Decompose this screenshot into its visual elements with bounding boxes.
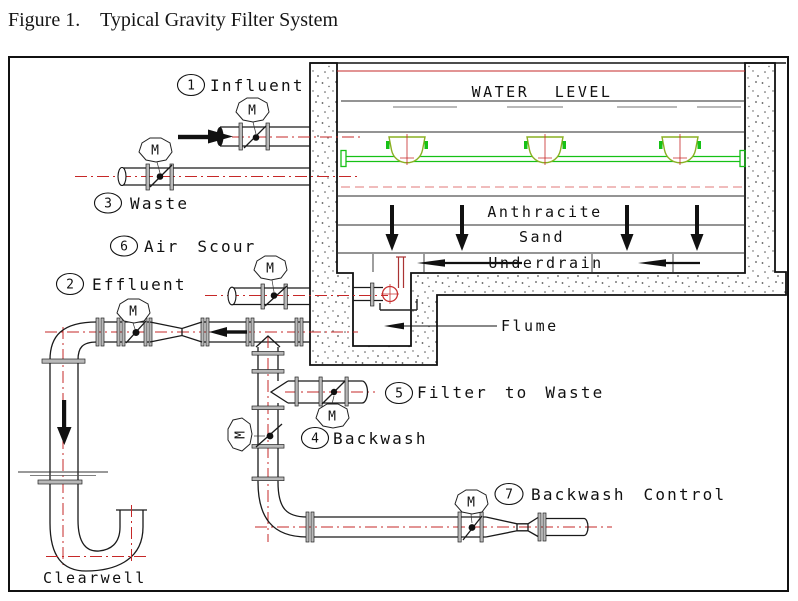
influent-flow-arrow	[178, 129, 233, 144]
effluent-label: Effluent	[92, 275, 187, 294]
flange	[169, 163, 174, 191]
anthracite-label: Anthracite	[487, 203, 602, 221]
backwash-control-line: M 7 Backwash Control	[255, 481, 726, 543]
callout-number-3: 3	[93, 192, 123, 214]
pipe-open-end	[583, 517, 589, 537]
svg-text:M: M	[467, 496, 475, 511]
flange	[318, 376, 323, 407]
svg-text:6: 6	[120, 240, 128, 255]
svg-text:2: 2	[66, 278, 74, 293]
svg-text:M: M	[248, 104, 256, 119]
flange	[37, 479, 83, 485]
elbow-outer	[257, 481, 308, 538]
filter-to-waste-line: M 5 Filter to Waste	[269, 376, 605, 429]
pipe-open-end	[117, 166, 127, 187]
clearwell-flow-arrow	[57, 400, 72, 445]
venturi-meter-icon	[485, 516, 539, 538]
callout-number-6: 6	[109, 235, 139, 257]
elbow-inner	[77, 341, 98, 361]
air-scour-line: M 6 Air Scour	[109, 235, 388, 310]
effluent-valve-icon	[125, 320, 147, 344]
wye-connection	[255, 335, 281, 348]
svg-text:M: M	[266, 262, 274, 277]
clearwell-label: Clearwell	[43, 569, 147, 587]
filter-box-concrete-section	[309, 62, 787, 366]
downflow-arrows	[385, 205, 704, 251]
motor-actuator-icon: M	[235, 97, 270, 123]
vertical-header: M 4 Backwash	[227, 335, 428, 542]
pipe-open-end	[361, 380, 369, 404]
underdrain-label: Underdrain	[488, 254, 603, 272]
motor-actuator-icon: M	[138, 137, 173, 163]
flange	[260, 283, 265, 310]
effluent-flow-arrow	[209, 327, 247, 337]
svg-text:M: M	[151, 144, 159, 159]
influent-label: Influent	[210, 76, 305, 95]
callout-number-4: 4	[300, 426, 330, 450]
motor-actuator-icon: M	[454, 489, 489, 515]
flume-arrow	[384, 322, 404, 330]
flume-pit: Flume	[353, 256, 559, 335]
motor-actuator-icon: M	[227, 417, 253, 452]
flanges	[95, 317, 304, 347]
flange	[294, 376, 299, 407]
wye-connection	[269, 380, 289, 404]
callout-number-2: 2	[55, 272, 85, 296]
svg-text:7: 7	[505, 488, 513, 503]
waste-label: Waste	[130, 194, 189, 213]
motor-actuator-icon: M	[253, 255, 288, 281]
figure-label: Figure 1.	[8, 9, 80, 31]
flume-label: Flume	[501, 317, 559, 335]
waste-valve-icon	[149, 164, 173, 188]
elbow-inner	[277, 481, 308, 518]
sand-label: Sand	[519, 228, 565, 246]
air-scour-label: Air Scour	[144, 237, 257, 256]
waste-line: M 3 Waste	[75, 137, 358, 214]
effluent-line: M 2 Effluent	[41, 272, 358, 567]
motor-actuator-icon: M	[315, 403, 350, 429]
svg-text:1: 1	[187, 79, 195, 94]
elbow-outer	[49, 321, 98, 361]
pipe-open-end	[227, 286, 237, 306]
tank-interior: WATER LEVEL Anthracite Sand Underdrain	[337, 83, 746, 272]
water-level-label: WATER LEVEL	[472, 83, 613, 101]
backwash-valve-icon	[255, 423, 283, 448]
flange	[41, 358, 86, 364]
pipe-support-bracket	[379, 299, 418, 311]
underdrain-flow-arrows	[417, 259, 700, 267]
callout-number-1: 1	[176, 73, 206, 97]
flange	[145, 163, 150, 191]
callout-number-5: 5	[384, 381, 414, 405]
svg-text:3: 3	[104, 197, 112, 212]
motor-actuator-icon: M	[116, 298, 151, 324]
backwash-control-valve-icon	[462, 515, 483, 541]
influent-line: M 1 Influent	[176, 73, 360, 151]
flume-pipe-flange	[370, 282, 375, 307]
svg-text:M: M	[328, 410, 336, 425]
j-bend-inner	[77, 510, 121, 552]
filter-to-waste-valve-icon	[321, 380, 346, 405]
j-bend-outer	[49, 510, 144, 572]
air-scour-valve-icon	[264, 285, 288, 307]
svg-text:5: 5	[395, 387, 403, 402]
venturi-meter-icon	[149, 321, 203, 343]
backwash-control-label: Backwash Control	[531, 485, 726, 504]
filter-to-waste-label: Filter to Waste	[417, 383, 605, 402]
backwash-label: Backwash	[333, 429, 428, 448]
svg-text:4: 4	[311, 432, 319, 447]
svg-text:M: M	[129, 305, 137, 320]
clearwell: Clearwell	[18, 363, 150, 587]
flange	[265, 122, 270, 151]
flange	[283, 283, 288, 310]
figure-title: Typical Gravity Filter System	[100, 9, 338, 31]
flanges	[251, 351, 285, 481]
callout-number-7: 7	[494, 482, 524, 506]
influent-valve-icon	[243, 125, 267, 149]
flange	[344, 376, 349, 407]
air-scour-riser-pipe	[396, 256, 406, 288]
flange	[238, 122, 243, 151]
svg-text:M: M	[234, 431, 249, 439]
